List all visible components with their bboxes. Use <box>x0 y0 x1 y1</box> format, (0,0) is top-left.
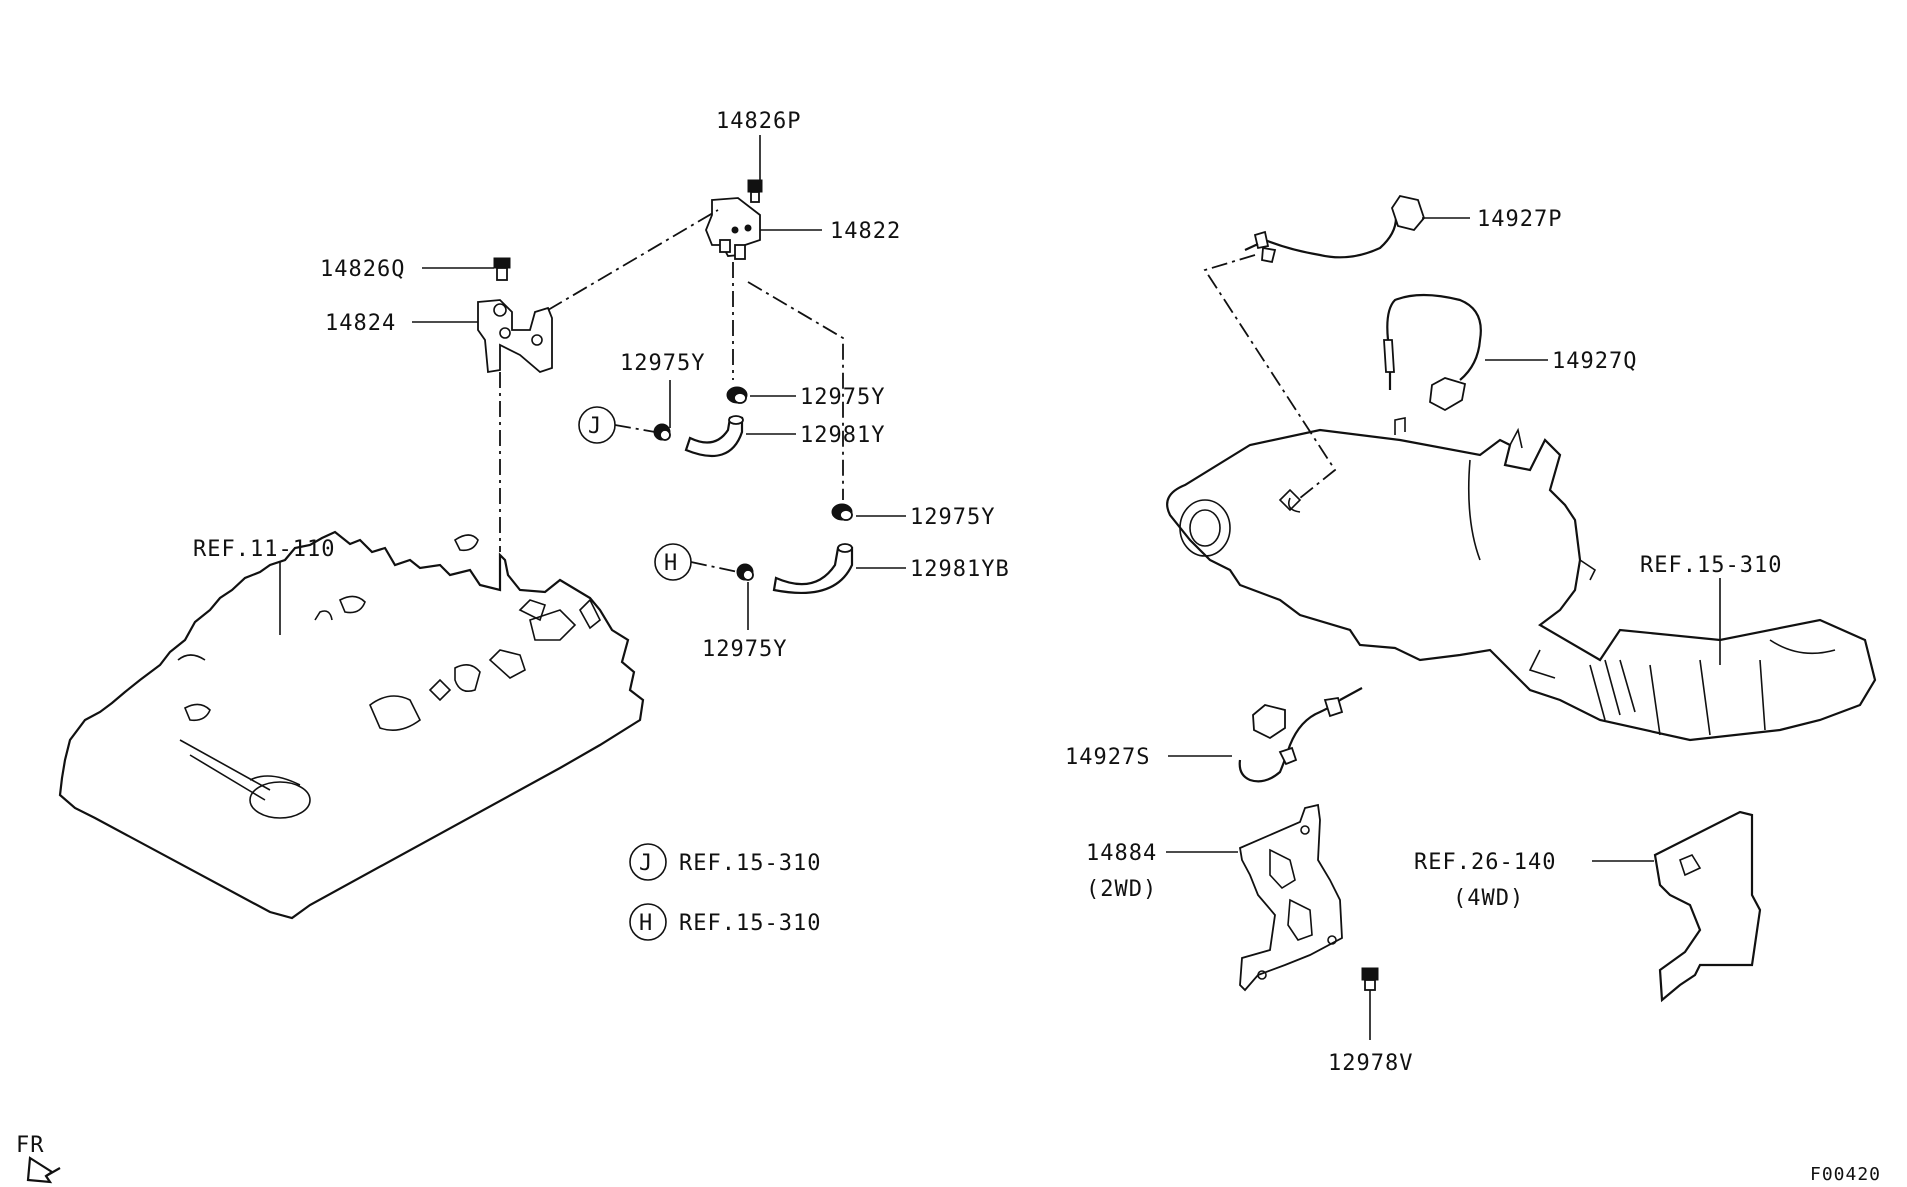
bolt-14826p-drawing <box>747 179 763 203</box>
legend-h-letter: H <box>639 911 653 936</box>
figure-code: F00420 <box>1810 1164 1881 1185</box>
exhaust-catalyst-drawing <box>1166 417 1877 742</box>
dash-j-to-clamp <box>614 424 656 433</box>
clamp-12975y-h-drawing <box>736 563 754 581</box>
legend-j-circle <box>629 843 667 881</box>
label-ref-15-310-main: REF.15-310 <box>1640 553 1782 578</box>
legend-h-ref: REF.15-310 <box>679 911 821 936</box>
front-arrow-icon <box>26 1156 61 1184</box>
label-14822: 14822 <box>830 219 901 244</box>
label-12981yb: 12981YB <box>910 557 1010 582</box>
label-14927s: 14927S <box>1065 745 1150 770</box>
bracket-14824-drawing <box>477 299 553 374</box>
label-12975y-right: 12975Y <box>910 505 995 530</box>
legend-j-letter: J <box>639 851 653 876</box>
label-ref-11-110: REF.11-110 <box>193 537 335 562</box>
bolt-12978v-drawing <box>1361 967 1379 991</box>
dash-14927p-to-exhaust <box>1203 254 1337 499</box>
clamp-12975y-j-drawing <box>653 423 671 441</box>
legend-j-ref: REF.15-310 <box>679 851 821 876</box>
legend-h-circle <box>629 903 667 941</box>
hose-12981y-drawing <box>684 415 744 458</box>
label-14826p: 14826P <box>716 109 801 134</box>
sensor-14927p-drawing <box>1244 194 1426 264</box>
label-12975y-h: 12975Y <box>702 637 787 662</box>
label-ref-26-140-note: (4WD) <box>1453 886 1524 911</box>
label-14927p: 14927P <box>1477 207 1562 232</box>
bolt-14826q-drawing <box>493 257 511 281</box>
solenoid-14822-drawing <box>705 197 761 260</box>
dash-line-bracket-to-solenoid <box>547 209 719 311</box>
label-14824: 14824 <box>325 311 396 336</box>
hose-12981yb-drawing <box>772 543 854 594</box>
dash-line-solenoid-to-lower-hose <box>747 281 844 500</box>
label-14884-note: (2WD) <box>1086 877 1157 902</box>
label-fr: FR <box>16 1133 45 1158</box>
label-14826q: 14826Q <box>320 257 405 282</box>
sensor-14927q-drawing <box>1383 293 1482 412</box>
dash-h-to-clamp <box>690 561 739 573</box>
engine-cover-drawing <box>58 530 645 920</box>
label-14927q: 14927Q <box>1552 349 1637 374</box>
clamp-12975y-upper-drawing <box>726 386 748 404</box>
label-ref-26-140: REF.26-140 <box>1414 850 1556 875</box>
label-12975y-j: 12975Y <box>620 351 705 376</box>
heat-shield-ref26-140-drawing <box>1653 810 1762 1003</box>
sensor-14927s-drawing <box>1238 687 1363 783</box>
callout-h-letter: H <box>664 551 678 576</box>
callout-j-letter: J <box>588 414 602 439</box>
label-12978v: 12978V <box>1328 1051 1413 1076</box>
label-12981y: 12981Y <box>800 423 885 448</box>
sensor-port-mark <box>1287 497 1301 513</box>
label-14884: 14884 <box>1086 841 1157 866</box>
label-12975y-upper: 12975Y <box>800 385 885 410</box>
bracket-14884-drawing <box>1238 803 1343 992</box>
clamp-12975y-right-drawing <box>831 503 853 521</box>
